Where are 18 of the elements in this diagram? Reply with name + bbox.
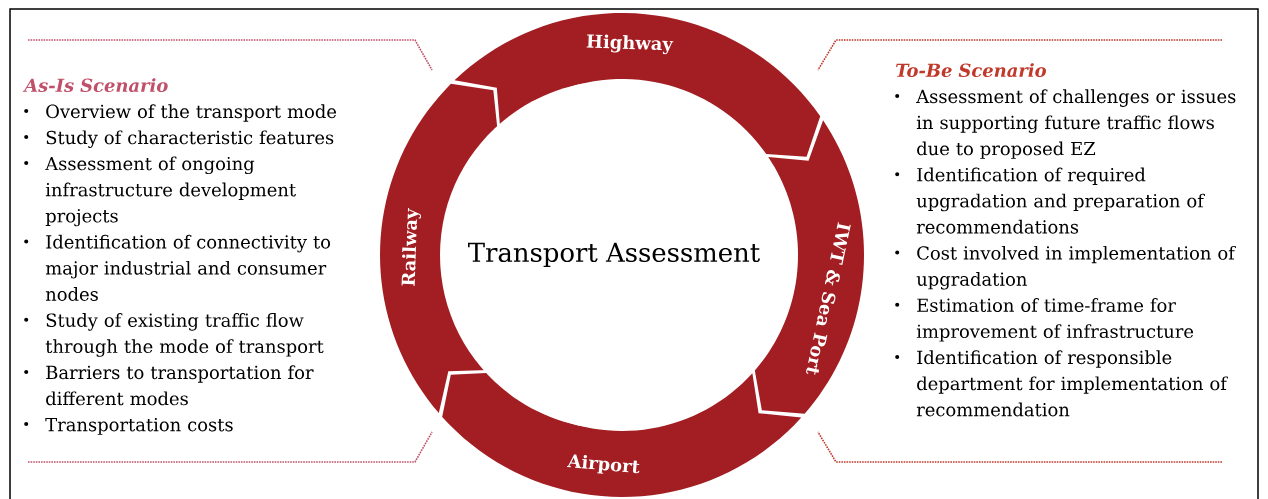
ring-segment: Highway (454, 13, 821, 157)
bullet-item: Barriers to transportation for different modes (24, 365, 314, 406)
bullet-item: Study of characteristic features (24, 130, 334, 148)
ring-segment: Airport (442, 372, 802, 497)
bullet-item: Cost involved in implementation of upgradation (895, 245, 1236, 290)
bullet-item: Identification of connectivity to major industrial and consumer nodes (24, 234, 331, 301)
bullet-item: Assessment of challenges or issues in supporting future traffic flows due to proposed EZ (895, 89, 1236, 159)
bullet-item: Study of existing traffic flow through the mode of transport (24, 313, 324, 357)
bullet-item: Estimation of time-frame for improvement of infrastructure (895, 298, 1194, 342)
bullet-item: Identification of responsible department for implementation of recommendation (895, 350, 1228, 417)
bullet-item: Overview of the transport mode (24, 104, 337, 122)
node-label: IWT & Sea Port (806, 222, 851, 375)
bullet-item: Transportation costs (24, 417, 233, 435)
panel-heading: To-Be Scenario (896, 63, 1046, 78)
scenario-panel (22, 39, 433, 463)
panel-heading: As-Is Scenario (22, 78, 168, 93)
bullet-item: Assessment of ongoing infrastructure development projects (24, 156, 296, 227)
bullet-item: Identification of required upgradation and preparation of recommendations (895, 167, 1205, 234)
